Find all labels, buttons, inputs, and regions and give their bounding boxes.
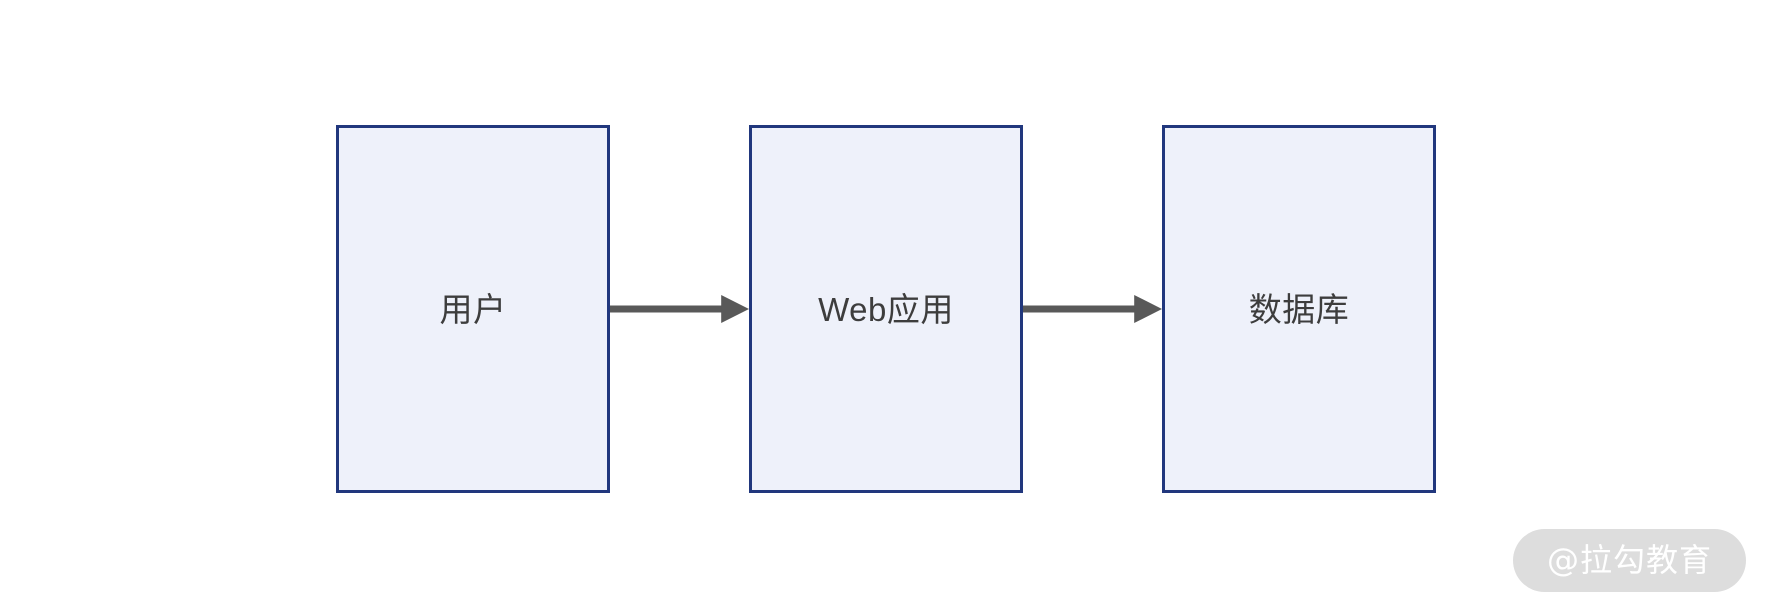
node-database[interactable]: 数据库	[1162, 125, 1436, 493]
node-label-database: 数据库	[1248, 290, 1350, 328]
watermark-badge: @拉勾教育	[1512, 528, 1746, 592]
edge-user-to-web-app	[610, 125, 749, 493]
node-web-app[interactable]: Web应用	[749, 125, 1023, 493]
node-user[interactable]: 用户	[336, 125, 610, 493]
node-label-user: 用户	[439, 290, 507, 328]
arrow-right-icon	[1023, 295, 1162, 323]
node-label-web-app: Web应用	[818, 290, 954, 328]
edge-web-app-to-database	[1023, 125, 1162, 493]
watermark-text: @拉勾教育	[1546, 540, 1712, 579]
flow-diagram: 用户 Web应用 数据库	[336, 125, 1436, 493]
arrow-right-icon	[610, 295, 749, 323]
